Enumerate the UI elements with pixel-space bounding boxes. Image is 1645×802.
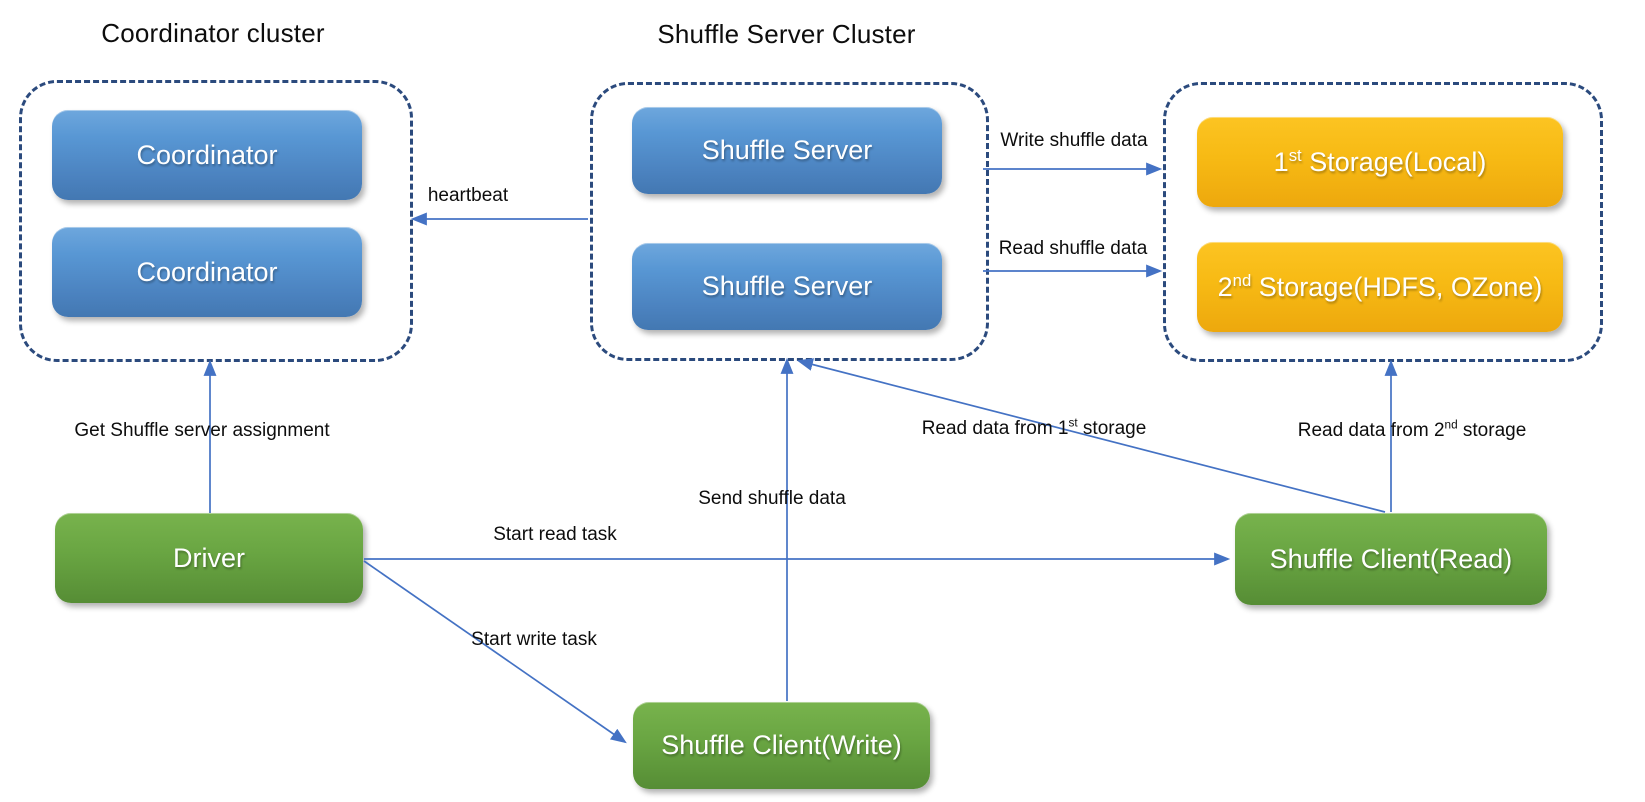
read-second-post: storage	[1457, 420, 1527, 441]
shuffle-client-read-label: Shuffle Client(Read)	[1269, 543, 1513, 574]
coordinator-node-2: Coordinator	[52, 227, 362, 317]
storage-node-2-sup: nd	[1232, 270, 1252, 290]
start-read-task-label: Start read task	[493, 524, 617, 545]
shuffle-server-node-2: Shuffle Server	[632, 243, 942, 330]
read-first-post: storage	[1077, 418, 1147, 439]
read-from-first-storage-label: Read data from 1st storage	[921, 416, 1147, 440]
shuffle-client-write-label: Shuffle Client(Write)	[661, 730, 902, 760]
shuffle-client-read-node: Shuffle Client(Read)	[1235, 513, 1547, 605]
read-second-pre: Read data from 2	[1297, 420, 1445, 441]
coordinator-node-1: Coordinator	[52, 110, 362, 200]
read-second-sup: nd	[1444, 418, 1458, 432]
heartbeat-label: heartbeat	[427, 185, 509, 206]
storage-node-1: 1st Storage(Local)	[1197, 117, 1563, 207]
read-first-pre: Read data from 1	[921, 418, 1069, 439]
driver-node-label: Driver	[173, 542, 245, 573]
storage-node-1-label: 1st Storage(Local)	[1274, 147, 1487, 178]
coordinator-cluster-title: Coordinator cluster	[101, 18, 325, 48]
send-shuffle-data-label: Send shuffle data	[698, 488, 846, 509]
driver-node: Driver	[55, 513, 363, 603]
coordinator-node-1-label: Coordinator	[136, 139, 278, 170]
read-first-sup: st	[1068, 416, 1078, 430]
read-shuffle-data-label: Read shuffle data	[998, 238, 1148, 259]
storage-node-1-base: 1	[1273, 146, 1289, 177]
shuffle-client-write-node: Shuffle Client(Write)	[633, 702, 930, 789]
shuffle-cluster-title: Shuffle Server Cluster	[657, 19, 916, 49]
storage-node-2-base: 2	[1217, 271, 1233, 302]
storage-node-2-label: 2nd Storage(HDFS, OZone)	[1218, 272, 1543, 303]
get-assignment-label: Get Shuffle server assignment	[74, 420, 330, 441]
coordinator-node-2-label: Coordinator	[136, 256, 278, 287]
start-write-task-label: Start write task	[471, 629, 597, 650]
write-shuffle-data-label: Write shuffle data	[1000, 130, 1148, 151]
start-write-task-arrow	[363, 560, 627, 744]
shuffle-server-node-1-label: Shuffle Server	[701, 135, 873, 165]
shuffle-server-node-1: Shuffle Server	[632, 107, 942, 194]
shuffle-server-node-2-label: Shuffle Server	[701, 271, 873, 301]
storage-node-2-rest: Storage(HDFS, OZone)	[1251, 271, 1543, 302]
read-from-second-storage-label: Read data from 2nd storage	[1297, 418, 1527, 442]
storage-node-2: 2nd Storage(HDFS, OZone)	[1197, 242, 1563, 332]
storage-node-1-rest: Storage(Local)	[1301, 146, 1487, 177]
storage-node-1-sup: st	[1288, 145, 1302, 165]
